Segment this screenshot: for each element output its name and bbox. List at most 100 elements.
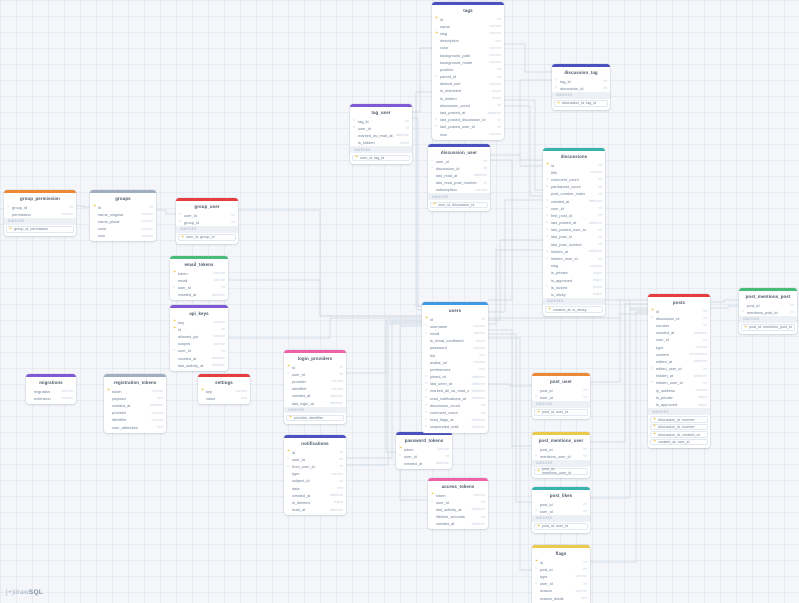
index-item[interactable]: ⚑group_id, permission [6, 226, 74, 233]
index-item[interactable]: ⚑created_at, user_id [650, 438, 708, 446]
index-item[interactable]: ⚑discussion_id, tag_id [554, 100, 608, 107]
index-item[interactable]: ⚑post_id, user_id [534, 409, 588, 416]
index-item[interactable]: ⚑post_id, user_id [534, 523, 588, 530]
index-item[interactable]: ⚑provider, identifier [286, 414, 344, 422]
index-item[interactable]: ⚑user_id, tag_id [352, 154, 410, 162]
index-item[interactable]: ⚑discussion_id, created_at [650, 431, 708, 438]
